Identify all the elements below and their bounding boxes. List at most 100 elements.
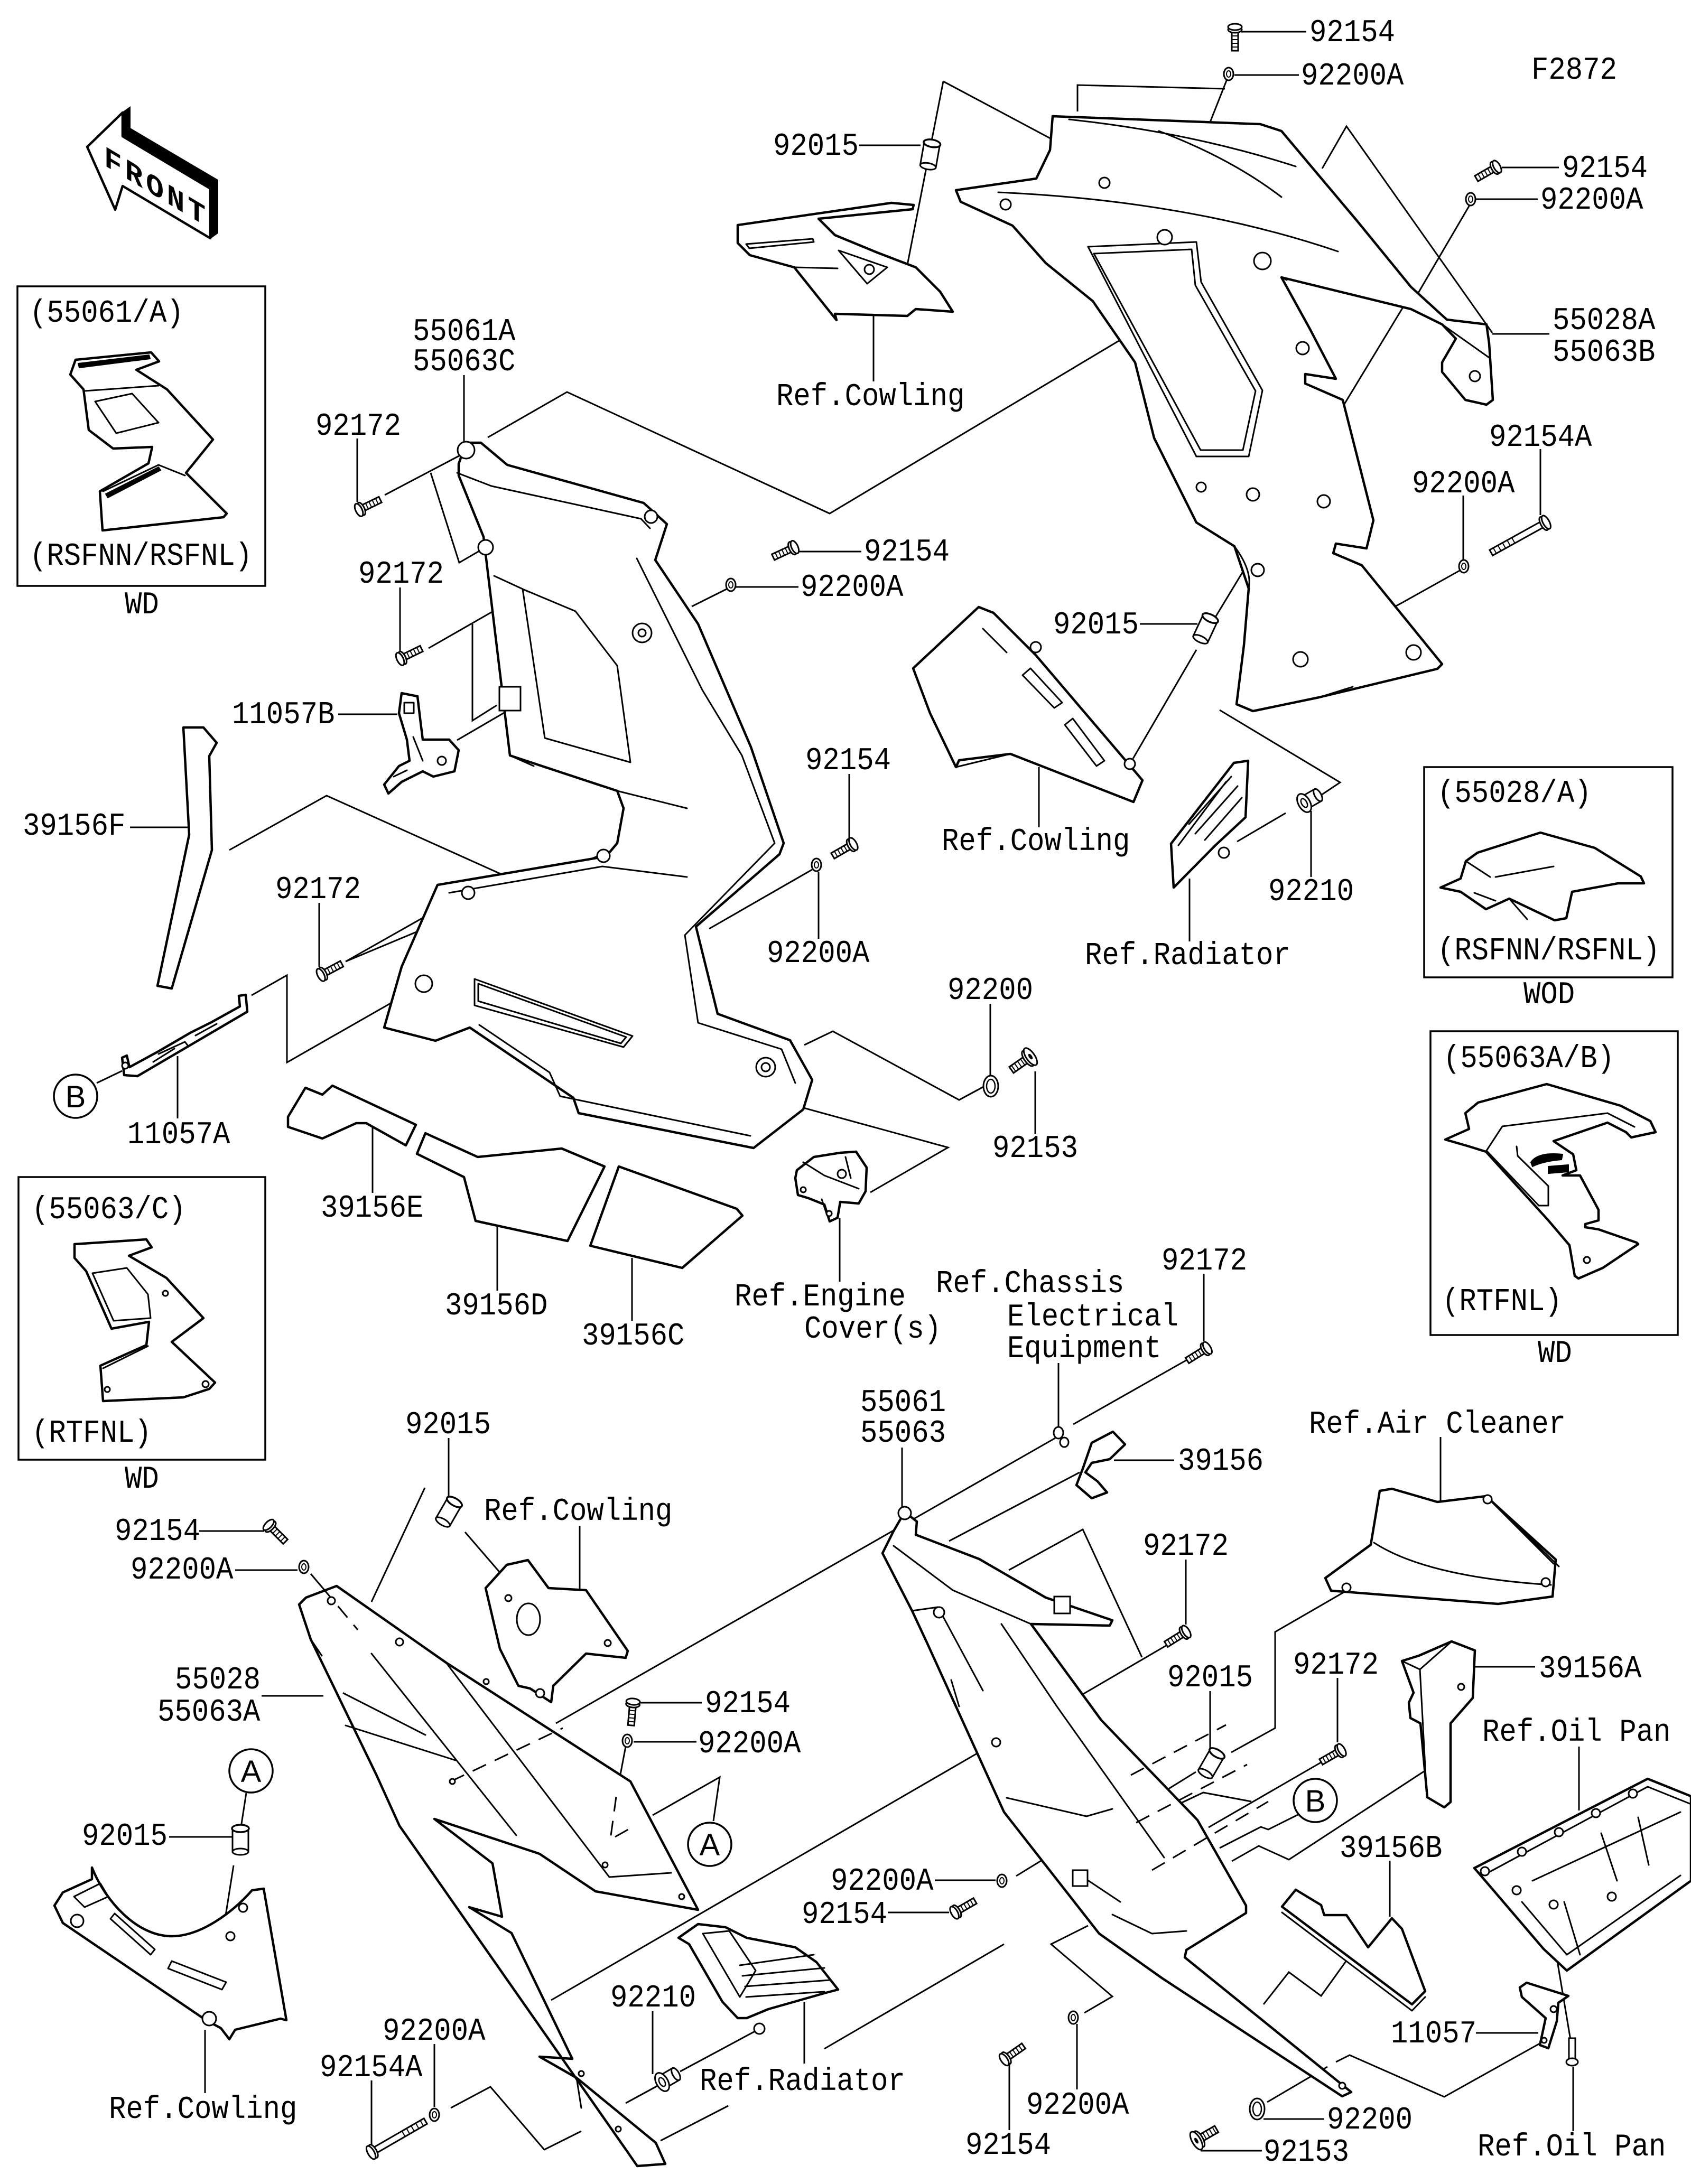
- mount-boss: [457, 441, 476, 460]
- part-detail: [745, 238, 888, 285]
- part-detail: [1484, 1786, 1691, 1956]
- part-ref-cowling-lower-middle: [484, 1558, 629, 1704]
- callout-92200A[interactable]: 92200A: [131, 1552, 234, 1589]
- assembly-line: [370, 1487, 426, 1602]
- callout-92154[interactable]: 92154: [965, 2127, 1052, 2164]
- inset-note: WD: [1538, 1336, 1572, 1372]
- ref-label-radiator: Ref.Radiator: [1085, 938, 1290, 974]
- callout-11057A[interactable]: 11057A: [127, 1117, 230, 1153]
- callout-55028A[interactable]: 55028A: [1553, 303, 1656, 339]
- assembly-line: [1219, 709, 1342, 796]
- callout-55028[interactable]: 55028: [175, 1662, 261, 1698]
- assembly-line: [551, 1749, 984, 2001]
- callout-92200A[interactable]: 92200A: [801, 570, 904, 606]
- callout-55061[interactable]: 55061: [860, 1385, 946, 1421]
- callout-11057[interactable]: 11057: [1391, 2016, 1477, 2052]
- callout-92210[interactable]: 92210: [610, 1980, 696, 2017]
- callout-39156B[interactable]: 39156B: [1340, 1831, 1443, 1867]
- ref-label-chassis-electrical: Equipment: [1007, 1331, 1162, 1367]
- callout-55063A[interactable]: 55063A: [157, 1694, 261, 1731]
- part-ref-radiator-lower: [677, 1922, 840, 2035]
- callout-39156D[interactable]: 39156D: [445, 1288, 548, 1324]
- callout-92200[interactable]: 92200: [1327, 2102, 1413, 2139]
- clip-body: [1059, 1436, 1070, 1448]
- callout-92200A[interactable]: 92200A: [831, 1863, 934, 1900]
- mount-hole: [395, 1637, 404, 1647]
- assembly-line: [1049, 1925, 1114, 2014]
- mount-grommet: [201, 2011, 217, 2027]
- callout-92154[interactable]: 92154: [864, 534, 950, 571]
- callout-92015[interactable]: 92015: [82, 1818, 168, 1855]
- part-ref-cowling-middle: [912, 605, 1144, 804]
- marker-a-lower[interactable]: A: [687, 1822, 732, 1867]
- part-detail: [997, 118, 1490, 698]
- callout-92015[interactable]: 92015: [405, 1407, 491, 1443]
- part-detail: [1401, 1640, 1453, 1797]
- callout-92154[interactable]: 92154: [1309, 15, 1396, 51]
- callout-92200A[interactable]: 92200A: [1301, 58, 1404, 95]
- callout-92200[interactable]: 92200: [947, 973, 1034, 1009]
- callout-92154[interactable]: 92154: [805, 743, 891, 779]
- callout-39156C[interactable]: 39156C: [582, 1318, 685, 1355]
- callout-92154A[interactable]: 92154A: [1489, 419, 1592, 456]
- part-outline: [677, 1922, 840, 2020]
- callout-92200A[interactable]: 92200A: [1412, 466, 1515, 502]
- callout-92200A[interactable]: 92200A: [1026, 2087, 1129, 2124]
- callout-39156A[interactable]: 39156A: [1539, 1651, 1642, 1687]
- callout-92200A[interactable]: 92200A: [698, 1726, 801, 1762]
- marker-letter: A: [700, 1828, 720, 1862]
- inset-part-detail: [83, 385, 186, 492]
- mount-boss: [1295, 341, 1310, 356]
- callout-92172[interactable]: 92172: [1162, 1243, 1248, 1280]
- part-outline: [484, 1558, 629, 1704]
- callout-39156F[interactable]: 39156F: [23, 808, 126, 845]
- callout-92210[interactable]: 92210: [1268, 874, 1354, 910]
- mount-boss: [1123, 758, 1136, 770]
- part-strip-39156F: [156, 726, 218, 990]
- bolt-92154A: [364, 2114, 430, 2162]
- marker-b-right[interactable]: B: [1293, 1778, 1338, 1823]
- callout-92172[interactable]: 92172: [1293, 1647, 1379, 1684]
- assembly-line: [229, 795, 516, 882]
- callout-92015[interactable]: 92015: [1167, 1660, 1253, 1696]
- callout-92172[interactable]: 92172: [358, 556, 444, 593]
- callout-92172[interactable]: 92172: [1143, 1528, 1229, 1565]
- callout-92154A[interactable]: 92154A: [320, 2050, 423, 2086]
- callout-92154[interactable]: 92154: [705, 1686, 791, 1722]
- mount-boss: [897, 1506, 912, 1520]
- mount-boss: [1195, 481, 1207, 493]
- callout-55061A[interactable]: 55061A: [413, 314, 516, 350]
- callout-11057B[interactable]: 11057B: [232, 697, 335, 733]
- part-outline: [1280, 1888, 1427, 2006]
- bushing-92015: [433, 1494, 465, 1530]
- callout-92200A[interactable]: 92200A: [767, 936, 870, 972]
- bracket-hole: [1540, 2037, 1548, 2044]
- assembly-line: [555, 1437, 1056, 1724]
- flange-bolt-hole: [1480, 1866, 1490, 1877]
- callout-92154[interactable]: 92154: [802, 1897, 888, 1933]
- callout-92153[interactable]: 92153: [1263, 2134, 1350, 2171]
- inset-note: WD: [125, 587, 159, 623]
- ref-label-cowling: Ref.Cowling: [776, 379, 965, 415]
- part-ref-engine-cover: [794, 1150, 868, 1223]
- washer-92200A: [298, 1560, 310, 1574]
- callout-92172[interactable]: 92172: [315, 408, 402, 445]
- assembly-line: [1231, 1590, 1347, 1753]
- callout-92153[interactable]: 92153: [992, 1131, 1079, 1167]
- callout-92154[interactable]: 92154: [115, 1514, 201, 1550]
- callout-39156E[interactable]: 39156E: [321, 1190, 424, 1227]
- callout-92200A[interactable]: 92200A: [383, 2013, 486, 2050]
- callout-55063C[interactable]: 55063C: [413, 344, 516, 380]
- callout-55063[interactable]: 55063: [860, 1415, 946, 1452]
- callout-39156[interactable]: 39156: [1178, 1443, 1264, 1480]
- callout-92015[interactable]: 92015: [773, 128, 859, 165]
- assembly-line: [1415, 203, 1472, 297]
- callout-92154[interactable]: 92154: [1562, 151, 1648, 187]
- marker-b-left[interactable]: B: [53, 1074, 98, 1119]
- callout-92015[interactable]: 92015: [1053, 607, 1139, 643]
- ref-label-oil-pan: Ref.Oil Pan: [1478, 2129, 1666, 2166]
- marker-a-upper[interactable]: A: [228, 1748, 274, 1794]
- callout-92200A[interactable]: 92200A: [1540, 182, 1643, 219]
- callout-92172[interactable]: 92172: [275, 872, 361, 908]
- callout-55063B[interactable]: 55063B: [1553, 334, 1656, 371]
